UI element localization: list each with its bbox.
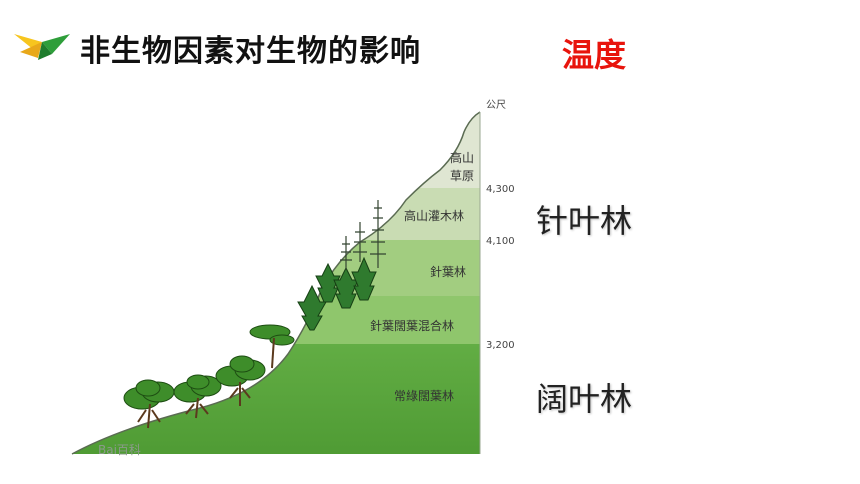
arrow-logo-icon (14, 34, 70, 60)
zone-label-conifer: 針葉林 (430, 264, 466, 279)
zone-label-shrub: 高山灌木林 (404, 208, 464, 223)
zone-label-mixed: 針葉闊葉混合林 (370, 318, 454, 333)
zone-label-broadleaf: 常綠闊葉林 (394, 389, 454, 403)
watermark: Bai百科 (98, 443, 141, 457)
needle-forest-label: 针叶林 (536, 202, 633, 240)
zone-label-alpine: 高山 (450, 150, 474, 165)
mountain-vegetation-diagram: 公尺 4,300 4,100 3,200 高山 草原 高山灌木林 針葉林 針葉闊… (71, 99, 515, 457)
mixed-forest-zone (72, 296, 480, 344)
elevation-label-1: 4,300 (486, 184, 515, 195)
sparse-conifer-icon (340, 200, 386, 270)
unit-label: 公尺 (486, 99, 506, 111)
broadleaf-forest-label: 阔叶林 (536, 380, 633, 418)
topic-label: 温度 (562, 36, 627, 74)
page-title: 非生物因素对生物的影响 (80, 34, 421, 69)
zone-label-meadow: 草原 (450, 169, 474, 183)
conifer-trees-icon (297, 256, 377, 331)
elevation-label-3: 3,200 (486, 340, 515, 351)
broadleaf-trees-icon (123, 324, 295, 429)
elevation-label-2: 4,100 (486, 236, 515, 247)
